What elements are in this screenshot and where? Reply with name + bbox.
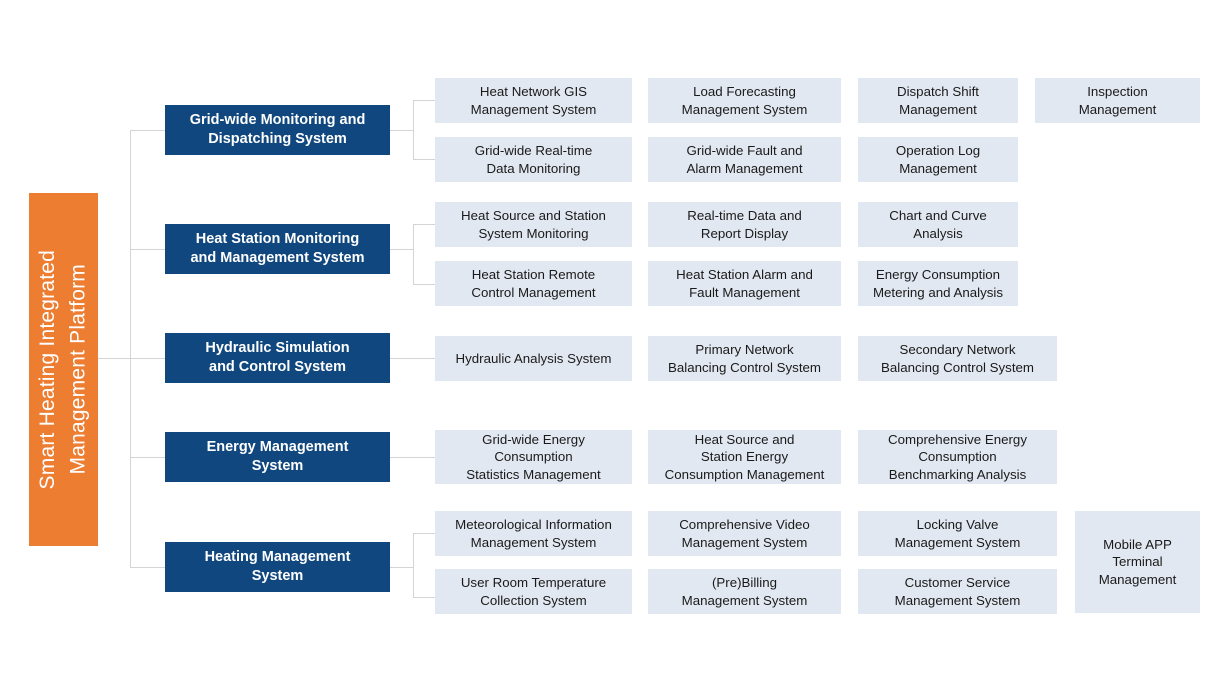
leaf-pre-billing-management-system[interactable]: (Pre)Billing Management System <box>648 569 841 614</box>
leaf-real-time-data-and-report-display[interactable]: Real-time Data and Report Display <box>648 202 841 247</box>
leaf-label: Grid-wide Fault and Alarm Management <box>686 142 803 176</box>
leaf-secondary-network-balancing-control-system[interactable]: Secondary Network Balancing Control Syst… <box>858 336 1057 381</box>
connector-branch5-to-child5 <box>413 597 435 598</box>
leaf-label: Dispatch Shift Management <box>896 83 980 117</box>
leaf-label: Heat Source and Station System Monitorin… <box>461 207 606 241</box>
leaf-customer-service-management-system[interactable]: Customer Service Management System <box>858 569 1057 614</box>
leaf-primary-network-balancing-control-system[interactable]: Primary Network Balancing Control System <box>648 336 841 381</box>
leaf-label: Operation Log Management <box>895 142 981 176</box>
root-node-smart-heating-platform[interactable]: Smart Heating Integrated Management Plat… <box>29 193 98 546</box>
leaf-label: User Room Temperature Collection System <box>460 574 607 608</box>
branch-label: Hydraulic Simulation and Control System <box>205 339 350 375</box>
connector-branch5-to-child1 <box>413 533 435 534</box>
leaf-label: Chart and Curve Analysis <box>889 207 987 241</box>
leaf-label: Customer Service Management System <box>894 574 1021 608</box>
connector-branch1-stem <box>390 130 413 131</box>
leaf-chart-and-curve-analysis[interactable]: Chart and Curve Analysis <box>858 202 1018 247</box>
leaf-label: Meteorological Information Management Sy… <box>455 516 612 550</box>
branch-node-hydraulic-simulation-and-control-system[interactable]: Hydraulic Simulation and Control System <box>165 333 390 383</box>
leaf-label: (Pre)Billing Management System <box>681 574 808 608</box>
leaf-label: Primary Network Balancing Control System <box>668 341 821 375</box>
leaf-label: Hydraulic Analysis System <box>455 350 612 366</box>
leaf-label: Grid-wide Energy Consumption Statistics … <box>466 431 601 482</box>
leaf-label: Comprehensive Video Management System <box>679 516 810 550</box>
branch-node-heat-station-monitoring-and-management-system[interactable]: Heat Station Monitoring and Management S… <box>165 224 390 274</box>
leaf-heat-source-and-station-energy-consumption-management[interactable]: Heat Source and Station Energy Consumpti… <box>648 430 841 484</box>
connector-branch5-stem <box>390 567 413 568</box>
branch-label: Heat Station Monitoring and Management S… <box>190 230 365 266</box>
leaf-label: Comprehensive Energy Consumption Benchma… <box>888 431 1027 482</box>
leaf-heat-network-gis-management-system[interactable]: Heat Network GIS Management System <box>435 78 632 123</box>
branch-label: Energy Management System <box>206 438 349 474</box>
connector-branch1-to-child5 <box>413 159 435 160</box>
leaf-operation-log-management[interactable]: Operation Log Management <box>858 137 1018 182</box>
connector-branch2-stem <box>390 249 413 250</box>
root-node-label: Smart Heating Integrated Management Plat… <box>36 249 90 490</box>
branch-node-energy-management-system[interactable]: Energy Management System <box>165 432 390 482</box>
leaf-heat-station-remote-control-management[interactable]: Heat Station Remote Control Management <box>435 261 632 306</box>
connector-branch2-to-child1 <box>413 224 435 225</box>
leaf-energy-consumption-metering-and-analysis[interactable]: Energy Consumption Metering and Analysis <box>858 261 1018 306</box>
leaf-label: Heat Network GIS Management System <box>470 83 597 117</box>
leaf-label: Mobile APP Terminal Management <box>1098 536 1177 587</box>
leaf-grid-wide-real-time-data-monitoring[interactable]: Grid-wide Real-time Data Monitoring <box>435 137 632 182</box>
leaf-label: Heat Station Remote Control Management <box>471 266 596 300</box>
connector-trunk-to-branch-5 <box>130 567 165 568</box>
leaf-label: Real-time Data and Report Display <box>687 207 802 241</box>
leaf-load-forecasting-management-system[interactable]: Load Forecasting Management System <box>648 78 841 123</box>
leaf-meteorological-information-management-system[interactable]: Meteorological Information Management Sy… <box>435 511 632 556</box>
leaf-grid-wide-energy-consumption-statistics-management[interactable]: Grid-wide Energy Consumption Statistics … <box>435 430 632 484</box>
leaf-heat-source-and-station-system-monitoring[interactable]: Heat Source and Station System Monitorin… <box>435 202 632 247</box>
branch-label: Grid-wide Monitoring and Dispatching Sys… <box>189 111 366 147</box>
leaf-label: Secondary Network Balancing Control Syst… <box>881 341 1034 375</box>
leaf-user-room-temperature-collection-system[interactable]: User Room Temperature Collection System <box>435 569 632 614</box>
leaf-comprehensive-energy-consumption-benchmarking-analysis[interactable]: Comprehensive Energy Consumption Benchma… <box>858 430 1057 484</box>
branch-label: Heating Management System <box>204 548 351 584</box>
leaf-label: Inspection Management <box>1078 83 1157 117</box>
connector-root-to-trunk <box>98 358 130 359</box>
leaf-label: Energy Consumption Metering and Analysis <box>872 266 1004 300</box>
leaf-label: Locking Valve Management System <box>894 516 1021 550</box>
leaf-heat-station-alarm-and-fault-management[interactable]: Heat Station Alarm and Fault Management <box>648 261 841 306</box>
connector-branch1-to-child1 <box>413 100 435 101</box>
connector-branch2-to-child4 <box>413 284 435 285</box>
connector-trunk-to-branch-4 <box>130 457 165 458</box>
connector-branch3-to-child1 <box>390 358 435 359</box>
connector-trunk-to-branch-2 <box>130 249 165 250</box>
branch-node-grid-wide-monitoring-and-dispatching-system[interactable]: Grid-wide Monitoring and Dispatching Sys… <box>165 105 390 155</box>
leaf-label: Grid-wide Real-time Data Monitoring <box>474 142 593 176</box>
leaf-hydraulic-analysis-system[interactable]: Hydraulic Analysis System <box>435 336 632 381</box>
leaf-inspection-management[interactable]: Inspection Management <box>1035 78 1200 123</box>
leaf-mobile-app-terminal-management[interactable]: Mobile APP Terminal Management <box>1075 511 1200 613</box>
leaf-locking-valve-management-system[interactable]: Locking Valve Management System <box>858 511 1057 556</box>
connector-branch5-spine <box>413 533 414 597</box>
branch-node-heating-management-system[interactable]: Heating Management System <box>165 542 390 592</box>
connector-trunk-vertical <box>130 130 131 568</box>
connector-branch1-spine <box>413 100 414 159</box>
connector-branch4-to-child1 <box>390 457 435 458</box>
connector-trunk-to-branch-1 <box>130 130 165 131</box>
leaf-comprehensive-video-management-system[interactable]: Comprehensive Video Management System <box>648 511 841 556</box>
leaf-label: Load Forecasting Management System <box>681 83 808 117</box>
leaf-label: Heat Source and Station Energy Consumpti… <box>664 431 825 482</box>
connector-trunk-to-branch-3 <box>130 358 165 359</box>
connector-branch2-spine <box>413 224 414 284</box>
leaf-dispatch-shift-management[interactable]: Dispatch Shift Management <box>858 78 1018 123</box>
leaf-label: Heat Station Alarm and Fault Management <box>676 266 813 300</box>
leaf-grid-wide-fault-and-alarm-management[interactable]: Grid-wide Fault and Alarm Management <box>648 137 841 182</box>
